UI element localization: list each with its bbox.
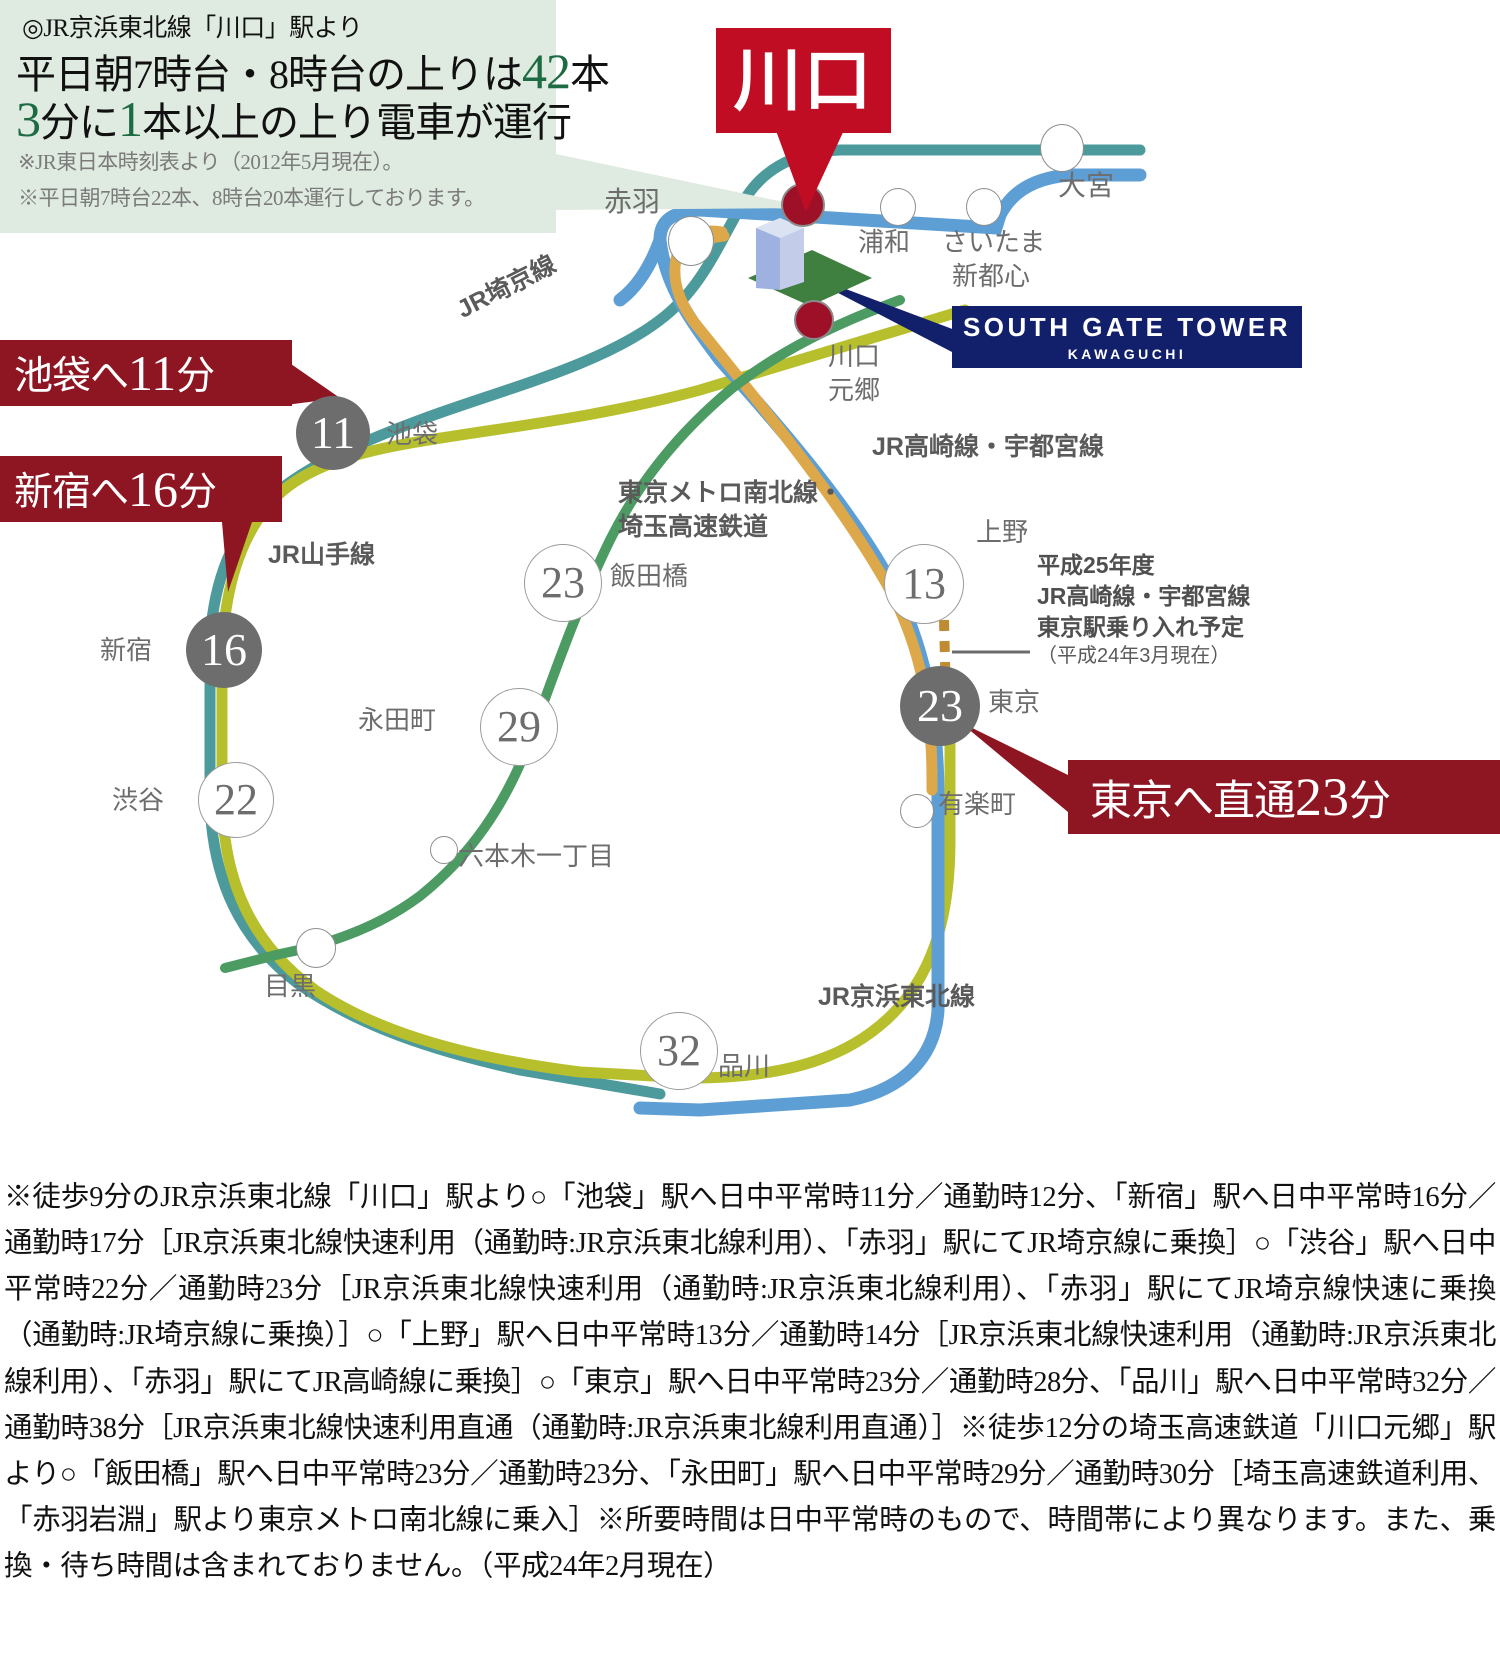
plan-note-line2: JR高崎線・宇都宮線 [1037,583,1251,610]
node-iidabashi-value: 23 [541,558,585,607]
station-dot-kawaguchi-motogo [794,300,834,340]
banner-ikebukuro-minutes: 11 [128,345,177,401]
line-label-takasaki-utsunomiya: JR高崎線・宇都宮線 [872,433,1104,461]
banner-tokyo-minutes: 23 [1295,767,1350,827]
header-line3-text-b: 本以上の上り電車が運行 [142,100,572,145]
node-tokyo-value: 23 [917,680,963,731]
ikebukuro-pointer [278,355,340,406]
station-label-motogo: 元郷 [828,375,881,405]
station-label-roppongi: 六本木一丁目 [458,841,615,871]
station-label-urawa: 浦和 [858,227,911,257]
line-label-yamanote: JR山手線 [268,541,375,569]
station-label-shintoshin: 新都心 [952,261,1031,291]
property-pictogram [748,218,872,306]
header-note-2: ※平日朝7時台22本、8時台20本運行しております。 [18,186,485,210]
footer-disclaimer: ※徒歩9分のJR京浜東北線「川口」駅より○「池袋」駅へ日中平常時11分／通勤時1… [4,1182,1496,1583]
plan-note-line4: （平成24年3月現在） [1037,645,1231,668]
kawaguchi-flag-pointer [775,128,845,212]
tokyo-pointer [960,722,1068,812]
header-note-1: ※JR東日本時刻表より（2012年5月現在）。 [18,150,403,174]
station-label-ueno: 上野 [976,517,1029,547]
node-shibuya-value: 22 [214,775,258,824]
kawaguchi-flag-label: 川口 [733,42,874,119]
station-label-kawaguchi: 川口 [828,341,881,371]
station-label-meguro: 目黒 [264,971,317,1001]
header-line3-text-a: 分に [40,100,119,145]
station-dot-akabane [668,216,714,266]
station-dot-yurakucho [900,794,934,828]
line-nanboku-saitama-rapid [220,295,905,973]
banner-tokyo-suffix: 分 [1349,778,1391,825]
station-label-shibuya: 渋谷 [112,785,165,815]
line-label-keihin-tohoku: JR京浜東北線 [818,983,975,1011]
station-dot-urawa [880,188,916,226]
shinjuku-pointer [222,522,252,592]
station-dot-meguro [296,928,336,968]
property-name-plate: SOUTH GATE TOWER KAWAGUCHI [952,306,1302,368]
node-iidabashi: 23 [524,544,602,622]
header-line3: 3分に1本以上の上り電車が運行 [16,90,572,148]
banner-ikebukuro-text: 池袋へ [14,355,129,398]
station-label-ikebukuro: 池袋 [386,419,439,449]
station-label-iidabashi: 飯田橋 [610,561,689,591]
node-shinagawa-value: 32 [657,1026,701,1075]
node-nagatacho-value: 29 [497,702,541,751]
station-dot-saitama-shintoshin [966,188,1002,226]
node-shinagawa: 32 [640,1012,718,1090]
station-label-akabane: 赤羽 [604,186,661,217]
banner-tokyo-text: 東京へ直通 [1090,778,1296,825]
station-dot-roppongi-itchome [430,836,458,864]
station-label-saitama: さいたま [942,227,1046,257]
station-label-shinagawa: 品川 [718,1051,771,1081]
station-label-yurakucho: 有楽町 [938,789,1017,819]
header-line2-suffix: 本 [570,52,610,97]
banner-shinjuku-text: 新宿へ [14,471,129,514]
station-label-shinjuku: 新宿 [100,635,153,665]
node-ueno: 13 [884,544,964,624]
header-line1: ◎JR京浜東北線「川口」駅より [22,15,363,42]
station-label-tokyo: 東京 [988,687,1041,717]
node-tokyo: 23 [900,666,980,746]
planned-extension-note: 平成25年度 JR高崎線・宇都宮線 東京駅乗り入れ予定 （平成24年3月現在） [1037,550,1250,670]
node-shibuya: 22 [198,762,274,838]
property-name: SOUTH GATE TOWER [962,312,1292,342]
node-shinjuku-value: 16 [201,624,247,675]
plan-note-line3: 東京駅乗り入れ予定 [1037,614,1244,641]
node-ueno-value: 13 [902,559,946,608]
node-nagatacho: 29 [480,688,558,766]
banner-shinjuku-suffix: 分 [178,471,217,514]
header-line3-number2: 1 [118,91,143,147]
property-subname: KAWAGUCHI [1067,346,1187,362]
station-dot-omiya [1040,124,1084,172]
station-label-omiya: 大宮 [1058,170,1115,201]
line-label-nanboku-1: 東京メトロ南北線・ [618,479,844,507]
line-label-nanboku-2: 埼玉高速鉄道 [618,513,769,541]
station-label-nagatacho: 永田町 [358,705,437,735]
node-ikebukuro: 11 [296,396,370,470]
access-map: ◎JR京浜東北線「川口」駅より 平日朝7時台・8時台の上りは42本 3分に1本以… [0,0,1500,1117]
header-line2: 平日朝7時台・8時台の上りは42本 [16,42,610,100]
header-line3-number1: 3 [16,91,41,147]
kawaguchi-flag: 川口 [716,28,891,133]
banner-ikebukuro-suffix: 分 [176,355,215,398]
plan-note-line1: 平成25年度 [1037,552,1155,578]
header-callout: ◎JR京浜東北線「川口」駅より 平日朝7時台・8時台の上りは42本 3分に1本以… [0,0,610,233]
header-line2-number: 42 [522,43,571,99]
node-ikebukuro-value: 11 [310,407,356,458]
node-shinjuku: 16 [186,612,262,688]
header-line2-text: 平日朝7時台・8時台の上りは [16,52,523,97]
banner-shinjuku-minutes: 16 [128,461,179,517]
rail-lines-svg [204,100,1147,1117]
